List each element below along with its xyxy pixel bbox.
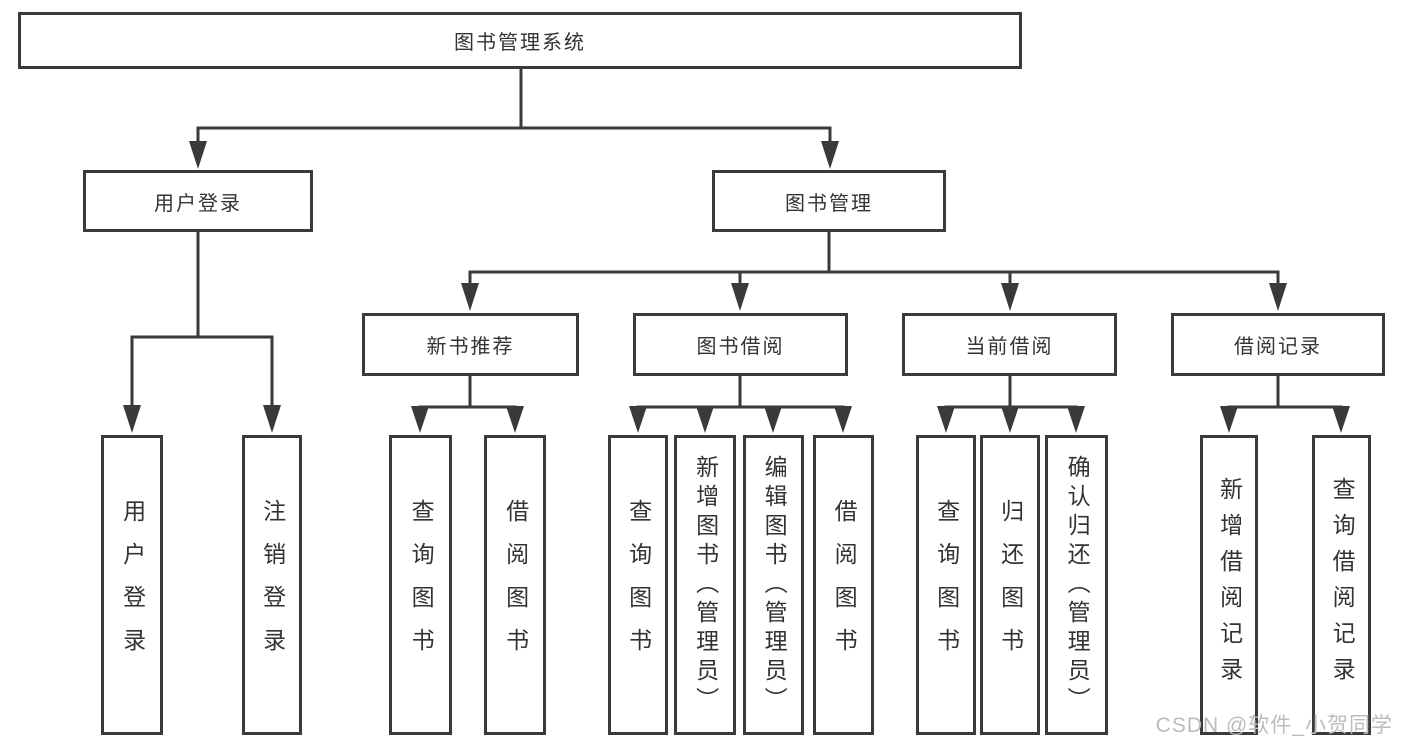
node-query-books-current: 查询图书 [916, 435, 976, 735]
node-library-system-label: 图书管理系统 [454, 32, 586, 54]
node-query-borrow-record-label: 查询借阅记录 [1329, 477, 1356, 693]
node-new-book-recommend: 新书推荐 [362, 313, 579, 376]
node-query-books-recommend: 查询图书 [389, 435, 452, 735]
node-book-borrowing-label: 图书借阅 [696, 336, 785, 358]
node-edit-book-admin-label: 编辑图书（管理员） [761, 454, 788, 716]
node-add-borrow-record-label: 新增借阅记录 [1216, 477, 1243, 693]
node-borrow-books-recommend: 借阅图书 [484, 435, 546, 735]
node-user-login-branch: 用户登录 [83, 170, 313, 232]
node-user-login-branch-label: 用户登录 [154, 192, 242, 215]
node-borrowing-records: 借阅记录 [1171, 313, 1385, 376]
node-return-books-label: 归还图书 [997, 499, 1024, 671]
node-add-book-admin-label: 新增图书（管理员） [692, 454, 719, 716]
node-book-management-label: 图书管理 [785, 192, 873, 215]
node-book-borrowing: 图书借阅 [633, 313, 848, 376]
node-query-books-recommend-label: 查询图书 [408, 499, 435, 671]
node-borrow-books-recommend-label: 借阅图书 [502, 499, 529, 671]
node-current-borrowing: 当前借阅 [902, 313, 1117, 376]
node-confirm-return-admin: 确认归还（管理员） [1045, 435, 1108, 735]
node-library-system: 图书管理系统 [18, 12, 1022, 69]
csdn-watermark: CSDN @软件_小贺同学 [1155, 714, 1393, 737]
node-borrow-books-borrowing-label: 借阅图书 [831, 499, 858, 671]
node-book-management: 图书管理 [712, 170, 946, 232]
node-confirm-return-admin-label: 确认归还（管理员） [1064, 454, 1091, 716]
node-query-books-borrowing: 查询图书 [608, 435, 668, 735]
node-logout-leaf-label: 注销登录 [259, 499, 286, 671]
node-borrowing-records-label: 借阅记录 [1234, 336, 1322, 358]
node-logout-leaf: 注销登录 [242, 435, 302, 735]
node-current-borrowing-label: 当前借阅 [965, 336, 1054, 358]
node-return-books: 归还图书 [980, 435, 1040, 735]
node-new-book-recommend-label: 新书推荐 [426, 336, 515, 358]
node-add-borrow-record: 新增借阅记录 [1200, 435, 1258, 735]
node-query-books-current-label: 查询图书 [933, 499, 960, 671]
node-user-login-leaf-label: 用户登录 [119, 499, 146, 671]
node-borrow-books-borrowing: 借阅图书 [813, 435, 874, 735]
node-edit-book-admin: 编辑图书（管理员） [743, 435, 804, 735]
node-user-login-leaf: 用户登录 [101, 435, 163, 735]
node-query-books-borrowing-label: 查询图书 [625, 499, 652, 671]
arrowheads [123, 141, 1350, 433]
node-query-borrow-record: 查询借阅记录 [1312, 435, 1371, 735]
node-add-book-admin: 新增图书（管理员） [674, 435, 736, 735]
